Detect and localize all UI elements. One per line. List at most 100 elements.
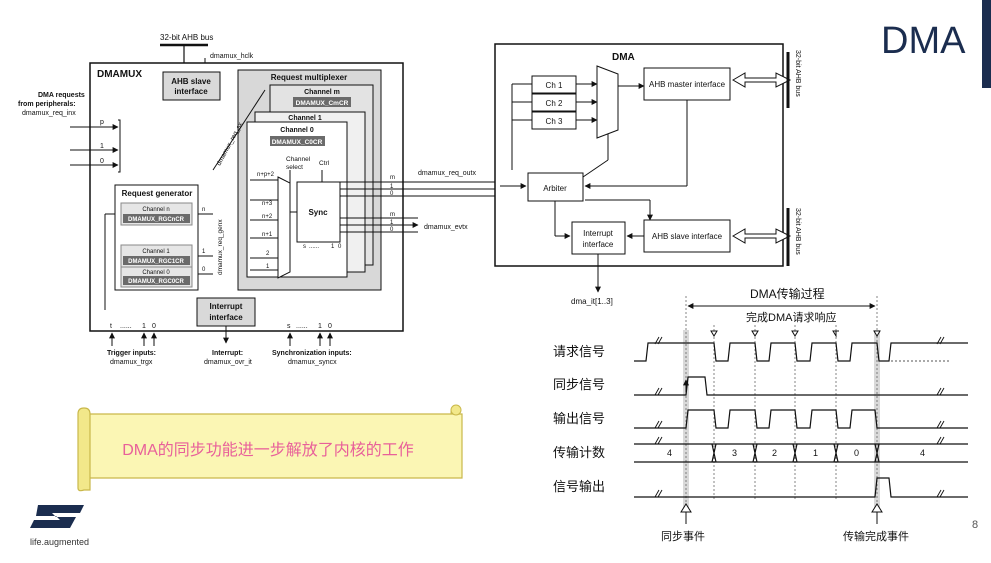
mux-input-2: n+2: [262, 214, 273, 220]
done-event-marker: [871, 503, 883, 513]
evt-port-1: 1: [390, 220, 394, 226]
gen-channel-n-label: Channel n: [142, 207, 169, 213]
dmamux-hclk-label: dmamux_hclk: [210, 53, 254, 60]
arbiter-to-mux: [582, 159, 609, 178]
gen-channel-1-reg-label: DMAMUX_RGC1CR: [128, 259, 184, 265]
gen-channel-0-label: Channel 0: [142, 270, 170, 276]
channel-select-2: select: [286, 164, 303, 171]
process-label: DMA传输过程: [750, 286, 825, 301]
slide-title: DMA: [881, 20, 966, 62]
callout-text: DMA的同步功能进一步解放了内核的工作: [122, 442, 414, 459]
dma-interrupt-line1: Interrupt: [583, 229, 614, 238]
request-generator-title: Request generator: [122, 189, 193, 198]
channel-0-reg-label: DMAMUX_C0CR: [272, 139, 323, 146]
trigger-label-2: dmamux_trgx: [110, 359, 153, 366]
sync-label: Sync: [308, 208, 328, 217]
dma-diagram: DMA Ch 1 Ch 2 Ch 3 AHB master interface …: [494, 43, 801, 306]
gen-port-1: 1: [202, 249, 206, 255]
sync-inputs-label-2: dmamux_syncx: [288, 359, 337, 366]
port-1-in: 1: [100, 143, 104, 150]
port-p: p: [100, 119, 104, 126]
ahb-master-bus-arrow: [732, 72, 792, 88]
channel-m-label: Channel m: [304, 89, 340, 96]
signal-label-count: 传输计数: [553, 445, 605, 460]
req-sx-line: [212, 89, 266, 171]
dma-ahb-master-label: AHB master interface: [649, 80, 726, 89]
ahb-slave-bus-arrow: [732, 228, 792, 244]
trigger-label-1: Trigger inputs:: [107, 350, 156, 357]
sync-event-label: 同步事件: [661, 530, 705, 543]
sync-in-port-0: 0: [328, 323, 332, 330]
ctrl-label: Ctrl: [319, 160, 330, 167]
response-label: 完成DMA请求响应: [746, 310, 836, 324]
dma-channel-feedback: [511, 83, 532, 170]
dma-arbiter: [527, 172, 584, 202]
evt-port-0: 0: [390, 227, 394, 233]
dma-requests-label-3: dmamux_req_inx: [22, 110, 76, 117]
gen-channel-n-reg-label: DMAMUX_RGCnCR: [128, 217, 185, 223]
count-4: 0: [854, 448, 859, 458]
trigger-port-dots: ......: [120, 323, 132, 330]
count-5: 4: [920, 448, 925, 458]
dmamux-bus-label: 32-bit AHB bus: [160, 33, 213, 42]
channel-m-reg-label: DMAMUX_CmCR: [296, 100, 349, 107]
break-marks: [654, 336, 945, 498]
response-markers: [710, 330, 881, 338]
callout-box: DMA的同步功能进一步解放了内核的工作: [70, 408, 466, 488]
dma-block-title: DMA: [612, 52, 635, 63]
ahb-bus-2-label: 32-bit AHB bus: [794, 208, 801, 255]
count-bus: [634, 443, 968, 463]
gen-channel-1-label: Channel 1: [142, 249, 170, 255]
request-waveform: [634, 342, 968, 362]
gen-port-n: n: [202, 207, 205, 213]
mux-input-3: n+1: [262, 232, 273, 238]
dma-interrupt-line2: interface: [583, 240, 614, 249]
mux-input-4: 2: [266, 251, 270, 257]
sync-event-marker: [680, 503, 692, 513]
out-port-1: 1: [390, 184, 394, 190]
sync-port-1: 1: [331, 244, 335, 250]
signal-label-sync: 同步信号: [553, 377, 605, 392]
dma-ch2-label: Ch 2: [546, 99, 563, 108]
count-3: 1: [813, 448, 818, 458]
channel-mux: [277, 176, 291, 279]
count-1: 3: [732, 448, 737, 458]
evt-label: dmamux_evtx: [424, 224, 468, 231]
gen-channel-1-reg: [123, 256, 190, 265]
accent-bar: [982, 0, 991, 88]
req-bracket: [118, 119, 121, 173]
sync-waveform: [634, 376, 968, 396]
count-0: 4: [667, 448, 672, 458]
dma-ch3-label: Ch 3: [546, 117, 563, 126]
out-port-0: 0: [390, 191, 394, 197]
page-number: 8: [972, 519, 979, 531]
mux-input-0: n+p+2: [257, 172, 275, 178]
dma-mux: [596, 65, 619, 139]
sync-in-port-dots: ......: [296, 323, 308, 330]
gen-port-0: 0: [202, 267, 206, 273]
timing-diagram: DMA传输过程 完成DMA请求响应 请求信号 同步信号 输出信号 传输计数 信号…: [553, 286, 968, 543]
sync-in-port-1: 1: [318, 323, 322, 330]
request-mux-title: Request multiplexer: [271, 73, 347, 82]
dmamux-ahb-slave-line2: interface: [174, 87, 208, 96]
signal-label-request: 请求信号: [553, 344, 605, 359]
dmamux-interrupt-line1: Interrupt: [210, 302, 243, 311]
dmamux-interrupt-interface: [196, 297, 256, 327]
signal-label-out: 信号输出: [553, 479, 605, 494]
sync-port-0: 0: [338, 244, 342, 250]
logo-tagline: life.augmented: [30, 537, 90, 547]
signal-out-waveform: [634, 477, 968, 498]
dmamux-block-title: DMAMUX: [97, 69, 142, 80]
interrupt-label-1: Interrupt:: [212, 350, 243, 357]
dma-it-label: dma_it[1..3]: [571, 297, 613, 306]
dma-arbiter-label: Arbiter: [543, 184, 567, 193]
mux-input-5: 1: [266, 264, 270, 270]
timing-guides: [685, 296, 878, 510]
callout-scroll: [77, 404, 463, 492]
dma-requests-label-2: from peripherals:: [18, 101, 76, 108]
dma-ahb-slave: [643, 219, 731, 253]
channel-0-label: Channel 0: [280, 127, 314, 134]
gen-channel-0-reg: [123, 276, 190, 285]
sync-inputs-label-1: Synchronization inputs:: [272, 350, 352, 357]
